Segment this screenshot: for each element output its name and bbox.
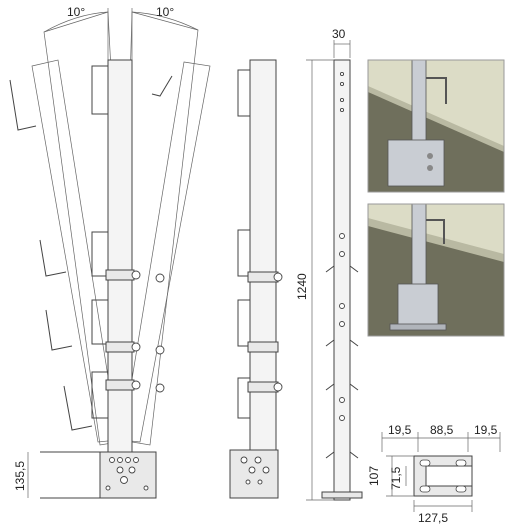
- base-margin-right-label: 19,5: [474, 423, 498, 437]
- base-height-label: 135,5: [13, 461, 27, 491]
- side-view-post: 30 1240: [295, 27, 363, 501]
- base-margin-left-label: 19,5: [388, 423, 412, 437]
- angle-left-label: 10°: [67, 5, 85, 19]
- base-depth-label: 107: [367, 466, 381, 486]
- angle-right-label: 10°: [156, 5, 174, 19]
- photo-lower: [367, 203, 505, 337]
- base-center-label: 88,5: [430, 423, 454, 437]
- base-width-label: 127,5: [418, 511, 448, 525]
- photo-upper: [367, 59, 505, 193]
- post-height-label: 1240: [295, 273, 309, 300]
- angle-indicators: 10° 10°: [43, 5, 199, 60]
- base-plan: 19,5 88,5 19,5 107 71,5 127,5: [367, 423, 501, 525]
- base-inner-label: 71,5: [389, 466, 403, 490]
- post-width-label: 30: [332, 27, 346, 41]
- fan-center-post: [91, 59, 165, 453]
- fan-base: 135,5: [13, 451, 157, 499]
- front-view-post: [229, 59, 283, 499]
